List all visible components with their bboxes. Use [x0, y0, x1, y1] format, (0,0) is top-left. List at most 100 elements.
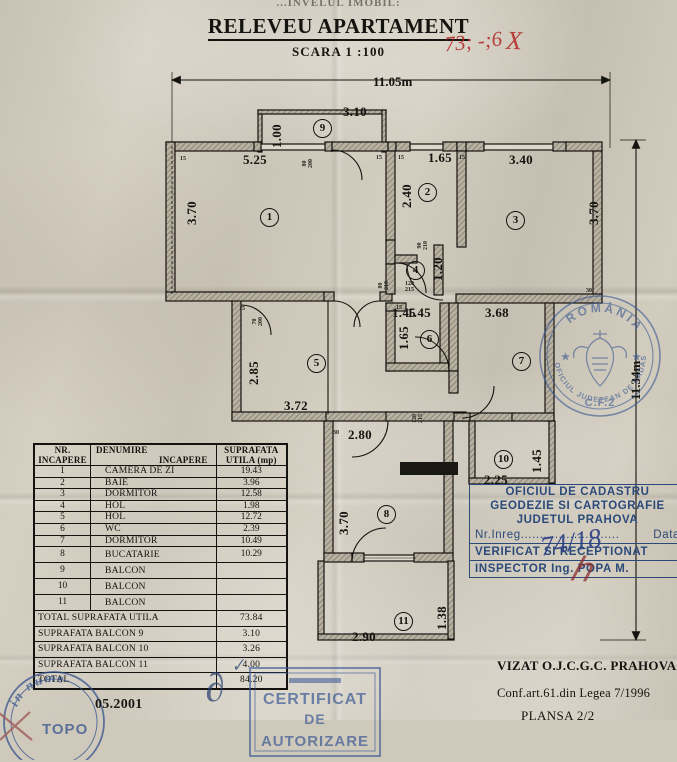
dim-room8-w: 2.80: [348, 427, 372, 442]
cell-name: DORMITOR: [90, 534, 217, 548]
dim-room2-w: 1.65: [428, 150, 452, 165]
dim-room8-h: 3.70: [336, 511, 351, 535]
dim-room6-h: 1.65: [396, 326, 411, 350]
wall-note-3: 15: [398, 155, 404, 161]
cell-name: BALCON: [90, 594, 217, 612]
conf-label: Conf.art.61.din Legea 7/1996: [497, 686, 651, 700]
wall-note-1: 15: [180, 156, 186, 162]
cadastre-line-2: GEODEZIE SI CARTOGRAFIE: [490, 500, 665, 512]
surveyor-signature: ∂: [203, 664, 227, 711]
cell-name: WC: [90, 522, 217, 536]
total-label: TOTAL: [34, 672, 217, 689]
cell-name: BALCON: [90, 578, 217, 596]
cell-area: 19.43: [215, 465, 288, 478]
cell-area: 2.39: [215, 522, 288, 536]
verified-row: VERIFICAT SI RECEPTIONAT: [470, 543, 677, 560]
dim-room9-h: 1.00: [269, 124, 284, 148]
page-title-text: RELEVEU APARTAMENT: [207, 14, 470, 41]
cell-nr: 2: [34, 476, 91, 490]
dim-room5-w: 3.72: [284, 398, 308, 413]
header-name: DENUMIRE INCAPERE: [90, 444, 217, 466]
dim-room9-w: 3.10: [343, 104, 367, 119]
cell-nr: 4: [34, 499, 91, 513]
cell-name: BAIE: [90, 476, 217, 490]
header-nr-l1: NR.: [54, 445, 71, 455]
cell-nr: 1: [34, 465, 91, 478]
wall-note-6: 15: [396, 305, 402, 311]
dim-room2-h: 2.40: [399, 184, 414, 208]
room-badge-3: 3: [506, 211, 525, 230]
cell-nr: 9: [34, 562, 91, 580]
dim-room6-w: 1.45: [407, 305, 431, 320]
cell-name: DORMITOR: [90, 488, 217, 501]
document-date: 05.2001: [95, 697, 143, 712]
cell-nr: 10: [34, 578, 91, 596]
wall-note-5: 15: [239, 306, 245, 312]
cadastre-line-3: JUDETUL PRAHOVA: [516, 514, 639, 526]
room-badge-5: 5: [307, 354, 326, 373]
header-area: SUPRAFATA UTILA (mp): [215, 444, 288, 466]
header-nr: NR. INCAPERE: [34, 444, 91, 466]
header-area-l1: SUPRAFATA: [224, 445, 279, 455]
room-badge-1: 1: [260, 208, 279, 227]
room-badge-9: 9: [313, 119, 332, 138]
opening-note-2: 120 215: [405, 281, 414, 293]
kitchen-counter: [400, 462, 458, 475]
opening-note-5: 70 200: [252, 317, 264, 326]
room-badge-4: 4: [406, 261, 425, 280]
overall-width-label: 11.05m: [373, 74, 413, 89]
room-badge-2: 2: [418, 183, 437, 202]
cell-area: [215, 562, 288, 580]
dim-room11-w: 2.90: [352, 629, 376, 644]
header-name-l1: DENUMIRE: [96, 445, 148, 455]
cell-area: [215, 594, 288, 612]
total-value: 73.84: [215, 610, 288, 627]
room-schedule: NR. INCAPERE DENUMIRE INCAPERE SUPRAFATA…: [34, 444, 288, 689]
cadastre-line-1: OFICIUL DE CADASTRU: [505, 486, 650, 498]
room-schedule-table: NR. INCAPERE DENUMIRE INCAPERE SUPRAFATA…: [33, 443, 288, 690]
floor-plan: [165, 72, 646, 642]
data-label: Data: [653, 529, 677, 541]
cell-nr: 5: [34, 511, 91, 524]
overall-height-label: 11.34m: [628, 360, 643, 400]
cell-area: 12.58: [215, 488, 288, 501]
cell-area: 10.29: [215, 546, 288, 564]
cell-name: BUCATARIE: [90, 546, 217, 564]
wall-note-2: 15: [376, 155, 382, 161]
header-area-l2: UTILA (mp): [225, 455, 277, 465]
cadastre-office-box: OFICIUL DE CADASTRU GEODEZIE SI CARTOGRA…: [469, 484, 677, 578]
dim-room11-h: 1.38: [434, 606, 449, 630]
dim-room7-w: 3.68: [485, 305, 509, 320]
total-value: 3.10: [215, 625, 288, 643]
dim-room3-w: 3.40: [509, 152, 533, 167]
room-badge-7: 7: [512, 352, 531, 371]
cell-nr: 3: [34, 488, 91, 501]
cell-nr: 11: [34, 594, 91, 612]
cell-nr: 6: [34, 522, 91, 536]
total-value: 84.20: [215, 672, 288, 689]
cell-area: [215, 578, 288, 596]
dots-filler: .........................: [524, 529, 620, 541]
dim-room1-h: 3.70: [184, 201, 199, 225]
dim-room10-h: 1.45: [529, 449, 544, 473]
total-label: SUPRAFATA BALCON 11: [34, 656, 217, 674]
dim-room5-h: 2.85: [246, 361, 261, 385]
vizat-label: VIZAT O.J.C.G.C. PRAHOVA: [497, 658, 677, 673]
cell-area: 1.98: [215, 499, 288, 513]
cell-nr: 8: [34, 546, 91, 564]
total-label: TOTAL SUPRAFATA UTILA: [34, 610, 217, 627]
dim-room3-h: 3.70: [586, 201, 601, 225]
room-badge-11: 11: [394, 612, 413, 631]
